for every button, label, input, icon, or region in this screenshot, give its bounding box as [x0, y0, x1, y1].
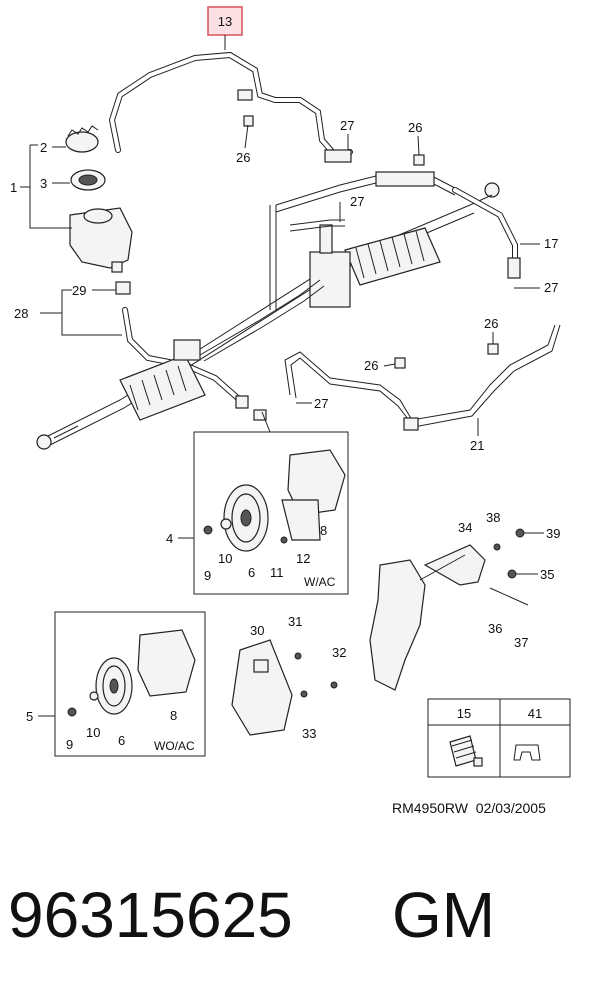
callout-29: 29 [72, 283, 86, 298]
callout-2: 2 [40, 140, 47, 155]
callout-28: 28 [14, 306, 28, 321]
callout-30: 30 [250, 623, 264, 638]
pump-without-ac [67, 629, 196, 717]
reference-date: 02/03/2005 [475, 800, 546, 816]
parts-table [427, 698, 571, 778]
callout-39: 39 [546, 526, 560, 541]
pump-bracket-30 [231, 639, 338, 736]
callout-12: 12 [296, 551, 310, 566]
reference-code: RM4950RW [392, 800, 468, 816]
callout-26-far-right: 26 [484, 316, 498, 331]
callout-9-bottom: 9 [66, 737, 73, 752]
callout-27-lower: 27 [314, 396, 328, 411]
callout-10-top: 10 [218, 551, 232, 566]
without-ac-box [54, 611, 206, 757]
callout-11: 11 [270, 565, 284, 580]
callout-31: 31 [288, 614, 302, 629]
steering-rack [36, 182, 500, 450]
reservoir-assembly [65, 125, 133, 273]
callout-26-right: 26 [408, 120, 422, 135]
callout-6-bottom: 6 [118, 733, 125, 748]
callout-34: 34 [458, 520, 472, 535]
callout-41: 41 [528, 706, 542, 721]
callout-37: 37 [514, 635, 528, 650]
callout-10-bottom: 10 [86, 725, 100, 740]
part-number: 96315625 [8, 879, 293, 951]
callout-27-mid: 27 [350, 194, 364, 209]
callout-27-right: 27 [544, 280, 558, 295]
callout-17: 17 [544, 236, 558, 251]
pump-with-ac [203, 449, 346, 552]
callout-1: 1 [10, 180, 17, 195]
with-ac-box [193, 431, 349, 595]
callout-38: 38 [486, 510, 500, 525]
callout-6-top: 6 [248, 565, 255, 580]
callout-21: 21 [470, 438, 484, 453]
callout-26-top: 26 [236, 150, 250, 165]
with-ac-label: W/AC [304, 575, 336, 589]
cooler-pipe-21 [284, 324, 561, 431]
callout-32: 32 [332, 645, 346, 660]
power-steering-parts-diagram: 13 2 1 3 29 28 [10, 6, 571, 778]
callout-33: 33 [302, 726, 316, 741]
callout-8-bottom: 8 [170, 708, 177, 723]
return-hose-17 [413, 154, 521, 279]
pressure-hose-13 [108, 51, 353, 159]
callout-13: 13 [218, 14, 232, 29]
callout-8-top: 8 [320, 523, 327, 538]
callout-3: 3 [40, 176, 47, 191]
callout-27-top: 27 [340, 118, 354, 133]
bracket-assembly [369, 528, 529, 691]
callout-9-top: 9 [204, 568, 211, 583]
callout-36: 36 [488, 621, 502, 636]
without-ac-label: WO/AC [154, 739, 195, 753]
rack-pipes-27 [199, 149, 456, 362]
diagram-reference: RM4950RW 02/03/2005 [392, 800, 546, 816]
callout-26-mid: 26 [364, 358, 378, 373]
callout-15: 15 [457, 706, 471, 721]
callout-4: 4 [166, 531, 173, 546]
callout-5: 5 [26, 709, 33, 724]
callout-35: 35 [540, 567, 554, 582]
brand-name: GM [392, 879, 496, 951]
